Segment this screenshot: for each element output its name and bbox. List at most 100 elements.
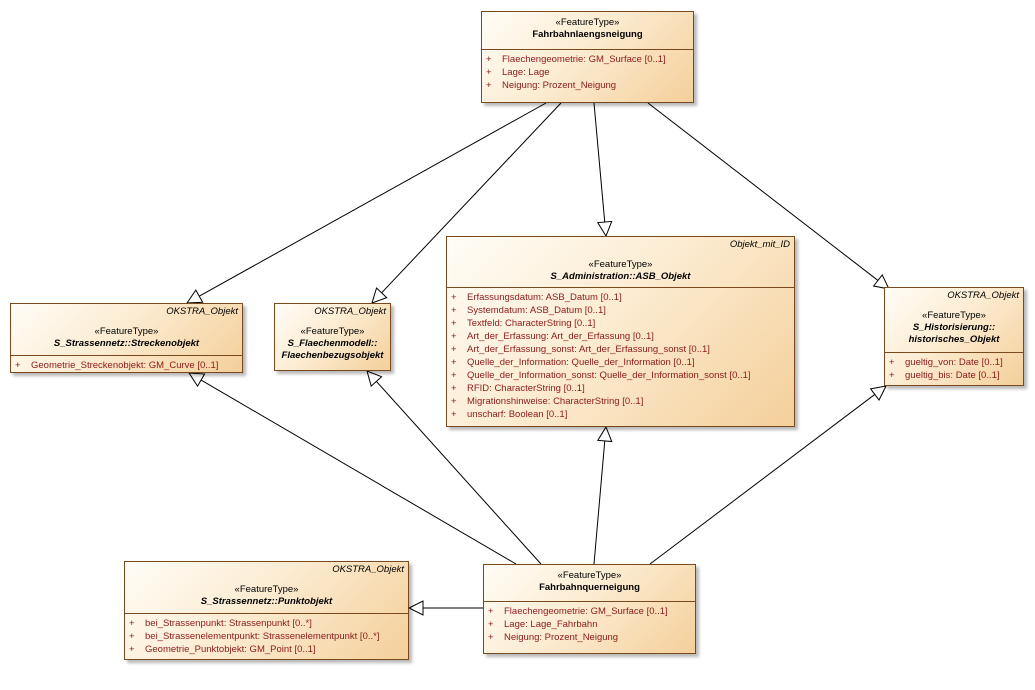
class-name: S_Administration::ASB_Objekt (550, 271, 691, 282)
attribute-row[interactable]: +Geometrie_Punktobjekt: GM_Point [0..1] (129, 644, 316, 655)
generalization-arrowhead (186, 289, 204, 304)
class-header: «FeatureType» Fahrbahnlaengsneigung (482, 12, 693, 49)
stereotype-label: «FeatureType» (557, 570, 622, 581)
attribute-row[interactable]: +gueltig_bis: Date [0..1] (889, 370, 1000, 381)
attribute-text: bei_Strassenelementpunkt: Strassenelemen… (145, 631, 380, 642)
generalization-arrowhead (188, 372, 206, 388)
attribute-text: Quelle_der_Information_sonst: Quelle_der… (467, 370, 751, 381)
stereotype-label: «FeatureType» (94, 326, 159, 337)
attribute-compartment: +gueltig_von: Date [0..1] +gueltig_bis: … (885, 352, 1023, 382)
class-name: Fahrbahnlaengsneigung (532, 29, 643, 40)
class-name-line1: S_Flaechenmodell:: (287, 338, 378, 349)
attribute-text: Neigung: Prozent_Neigung (502, 80, 617, 91)
attribute-row[interactable]: +Textfeld: CharacterString [0..1] (451, 318, 596, 329)
attribute-text: Geometrie_Streckenobjekt: GM_Curve [0..1… (31, 360, 219, 371)
attribute-row[interactable]: +Flaechengeometrie: GM_Surface [0..1] (486, 54, 666, 65)
generalization-line-fahrbahnlaengsneigung-to-asb_objekt[interactable] (593, 102, 606, 223)
generalization-line-fahrbahnquerneigung-to-flaechenbezugsobjekt[interactable] (376, 381, 542, 565)
attribute-text: Flaechengeometrie: GM_Surface [0..1] (504, 606, 668, 617)
class-punktobjekt[interactable]: OKSTRA_Objekt «FeatureType» S_Strassenne… (124, 561, 409, 660)
attribute-row[interactable]: +Migrationshinweise: CharacterString [0.… (451, 396, 644, 407)
attribute-row[interactable]: +bei_Strassenelementpunkt: Strasseneleme… (129, 631, 380, 642)
attribute-row[interactable]: +unscharf: Boolean [0..1] (451, 409, 568, 420)
attribute-row[interactable]: +Neigung: Prozent_Neigung (488, 632, 619, 643)
attribute-text: Neigung: Prozent_Neigung (504, 632, 619, 643)
generalization-arrowhead (596, 425, 613, 443)
attribute-compartment: +Flaechengeometrie: GM_Surface [0..1] +L… (484, 601, 695, 644)
class-header: OKSTRA_Objekt «FeatureType» S_Flaechenmo… (275, 304, 390, 370)
tagged-value-label: OKSTRA_Objekt (314, 306, 386, 317)
attribute-text: unscharf: Boolean [0..1] (467, 409, 568, 420)
class-header: «FeatureType» Fahrbahnquerneigung (484, 565, 695, 601)
generalization-arrowhead (596, 220, 613, 238)
attribute-row[interactable]: +Lage: Lage (486, 67, 550, 78)
attribute-text: Flaechengeometrie: GM_Surface [0..1] (502, 54, 666, 65)
generalization-line-fahrbahnquerneigung-to-historisches_objekt[interactable] (649, 394, 876, 565)
generalization-arrowhead (872, 273, 890, 290)
tagged-value-label: OKSTRA_Objekt (947, 290, 1019, 301)
class-historisches-objekt[interactable]: OKSTRA_Objekt «FeatureType» S_Historisie… (884, 287, 1024, 386)
class-streckenobjekt[interactable]: OKSTRA_Objekt «FeatureType» S_Strassenne… (10, 303, 243, 373)
attribute-row[interactable]: +Quelle_der_Information: Quelle_der_Info… (451, 357, 695, 368)
attribute-text: Lage: Lage (502, 67, 550, 78)
attribute-row[interactable]: +Flaechengeometrie: GM_Surface [0..1] (488, 606, 668, 617)
attribute-row[interactable]: +Art_der_Erfassung: Art_der_Erfassung [0… (451, 331, 654, 342)
tagged-value-label: Objekt_mit_ID (729, 239, 790, 250)
class-name-line2: Flaechenbezugsobjekt (281, 350, 384, 361)
attribute-text: Art_der_Erfassung: Art_der_Erfassung [0.… (467, 331, 654, 342)
attribute-row[interactable]: +Art_der_Erfassung_sonst: Art_der_Erfass… (451, 344, 710, 355)
stereotype-label: «FeatureType» (300, 326, 365, 337)
stereotype-label: «FeatureType» (555, 17, 620, 28)
generalization-arrowhead (407, 600, 424, 616)
attribute-text: bei_Strassenpunkt: Strassenpunkt [0..*] (145, 618, 312, 629)
class-flaechenbezugsobjekt[interactable]: OKSTRA_Objekt «FeatureType» S_Flaechenmo… (274, 303, 391, 371)
stereotype-label: «FeatureType» (588, 259, 653, 270)
generalization-arrowhead (371, 287, 388, 304)
attribute-row[interactable]: +Systemdatum: ASB_Datum [0..1] (451, 305, 606, 316)
class-asb-objekt[interactable]: Objekt_mit_ID «FeatureType» S_Administra… (446, 236, 795, 427)
class-name-line2: historisches_Objekt (908, 334, 1000, 345)
tagged-value-label: OKSTRA_Objekt (166, 306, 238, 317)
attribute-text: RFID: CharacterString [0..1] (467, 383, 585, 394)
attribute-text: gueltig_bis: Date [0..1] (905, 370, 1000, 381)
attribute-row[interactable]: +Erfassungsdatum: ASB_Datum [0..1] (451, 292, 622, 303)
attribute-compartment: +Geometrie_Streckenobjekt: GM_Curve [0..… (11, 355, 242, 372)
stereotype-label: «FeatureType» (234, 584, 299, 595)
class-header: OKSTRA_Objekt «FeatureType» S_Historisie… (885, 288, 1023, 352)
attribute-text: Systemdatum: ASB_Datum [0..1] (467, 305, 606, 316)
attribute-text: Textfeld: CharacterString [0..1] (467, 318, 596, 329)
generalization-line-fahrbahnquerneigung-to-streckenobjekt[interactable] (200, 379, 517, 565)
class-name: S_Strassennetz::Punktobjekt (200, 596, 333, 607)
attribute-row[interactable]: +Neigung: Prozent_Neigung (486, 80, 617, 91)
attribute-row[interactable]: +bei_Strassenpunkt: Strassenpunkt [0..*] (129, 618, 312, 629)
class-fahrbahnquerneigung[interactable]: «FeatureType» Fahrbahnquerneigung +Flaec… (483, 564, 696, 654)
attribute-text: Geometrie_Punktobjekt: GM_Point [0..1] (145, 644, 316, 655)
generalization-line-fahrbahnlaengsneigung-to-flaechenbezugsobjekt[interactable] (381, 102, 562, 294)
attribute-compartment: +bei_Strassenpunkt: Strassenpunkt [0..*]… (125, 613, 408, 656)
generalization-arrowhead (869, 385, 887, 401)
attribute-text: gueltig_von: Date [0..1] (905, 357, 1003, 368)
attribute-row[interactable]: +RFID: CharacterString [0..1] (451, 383, 585, 394)
attribute-text: Lage: Lage_Fahrbahn (504, 619, 598, 630)
class-name: S_Strassennetz::Streckenobjekt (53, 338, 200, 349)
attribute-row[interactable]: +Lage: Lage_Fahrbahn (488, 619, 598, 630)
attribute-row[interactable]: +Geometrie_Streckenobjekt: GM_Curve [0..… (15, 360, 219, 371)
class-name-line1: S_Historisierung:: (912, 322, 996, 333)
class-header: Objekt_mit_ID «FeatureType» S_Administra… (447, 237, 794, 287)
generalization-line-fahrbahnlaengsneigung-to-historisches_objekt[interactable] (647, 102, 879, 281)
attribute-text: Migrationshinweise: CharacterString [0..… (467, 396, 644, 407)
class-fahrbahnlaengsneigung[interactable]: «FeatureType» Fahrbahnlaengsneigung +Fla… (481, 11, 694, 103)
generalization-line-fahrbahnquerneigung-to-asb_objekt[interactable] (593, 440, 606, 565)
class-name: Fahrbahnquerneigung (539, 582, 640, 593)
stereotype-label: «FeatureType» (922, 310, 986, 321)
attribute-row[interactable]: +gueltig_von: Date [0..1] (889, 357, 1003, 368)
attribute-text: Erfassungsdatum: ASB_Datum [0..1] (467, 292, 622, 303)
attribute-compartment: +Erfassungsdatum: ASB_Datum [0..1] +Syst… (447, 287, 794, 421)
attribute-row[interactable]: +Quelle_der_Information_sonst: Quelle_de… (451, 370, 751, 381)
attribute-text: Quelle_der_Information: Quelle_der_Infor… (467, 357, 695, 368)
class-header: OKSTRA_Objekt «FeatureType» S_Strassenne… (11, 304, 242, 355)
generalization-arrowhead (366, 370, 383, 387)
attribute-compartment: +Flaechengeometrie: GM_Surface [0..1] +L… (482, 49, 693, 92)
generalization-line-fahrbahnlaengsneigung-to-streckenobjekt[interactable] (198, 102, 547, 297)
